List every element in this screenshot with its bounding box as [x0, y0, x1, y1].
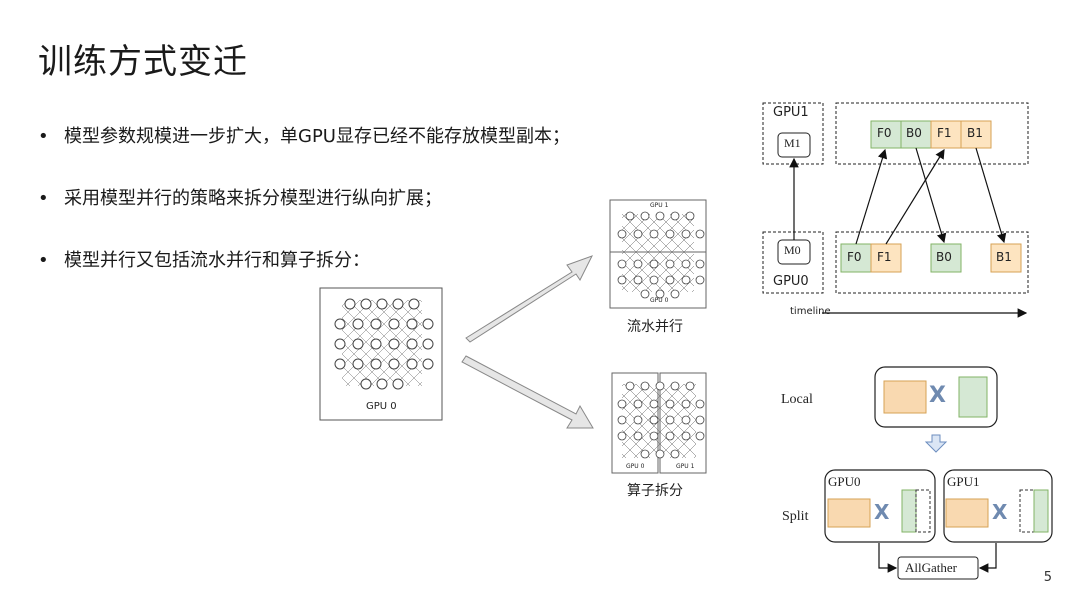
model-m0-label: M0	[784, 243, 801, 257]
arrow-to-op-split	[461, 355, 594, 429]
pipeline-schedule	[762, 102, 1029, 318]
bullet-item: •模型并行又包括流水并行和算子拆分：	[38, 250, 370, 271]
op-split-label: 算子拆分	[627, 483, 683, 499]
top-block-f0: F0	[877, 126, 892, 140]
top-block-b1: B1	[967, 126, 983, 140]
pipeline-network	[609, 199, 707, 309]
pipeline-label: 流水并行	[627, 319, 683, 335]
bullet-item: •采用模型并行的策略来拆分模型进行纵向扩展；	[38, 188, 442, 209]
bottom-block-b1: B1	[996, 250, 1012, 264]
multiply-icon: X	[929, 383, 946, 408]
arrow-to-pipeline	[465, 255, 594, 343]
bullet-text: 采用模型并行的策略来拆分模型进行纵向扩展；	[64, 188, 442, 209]
bottom-block-b0: B0	[936, 250, 952, 264]
bottom-block-f1: F1	[877, 250, 892, 264]
pipeline-bottom-gpu-label: GPU 0	[650, 297, 669, 304]
bullet-text: 模型并行又包括流水并行和算子拆分：	[64, 250, 370, 271]
top-block-f1: F1	[937, 126, 952, 140]
page-number: 5	[1043, 570, 1052, 585]
allgather-label: AllGather	[905, 560, 957, 575]
op-right-gpu-label: GPU 1	[676, 463, 695, 470]
bullet-item: •模型参数规模进一步扩大，单GPU显存已经不能存放模型副本；	[38, 126, 570, 147]
split-gpu1-label: GPU1	[947, 474, 980, 489]
multiply-icon: X	[992, 500, 1008, 524]
split-label: Split	[782, 509, 809, 524]
single-gpu-network	[319, 287, 443, 421]
op-left-gpu-label: GPU 0	[626, 463, 645, 470]
gpu0-label: GPU0	[773, 274, 809, 289]
gpu1-label: GPU1	[773, 105, 809, 120]
top-block-b0: B0	[906, 126, 922, 140]
model-m1-label: M1	[784, 136, 801, 150]
single-gpu-label: GPU 0	[366, 401, 397, 412]
bullet-list: •模型参数规模进一步扩大，单GPU显存已经不能存放模型副本； •采用模型并行的策…	[38, 120, 570, 306]
bottom-block-f0: F0	[847, 250, 862, 264]
local-label: Local	[781, 392, 813, 407]
pipeline-top-gpu-label: GPU 1	[650, 202, 669, 209]
bullet-text: 模型参数规模进一步扩大，单GPU显存已经不能存放模型副本；	[64, 126, 570, 147]
op-split-network	[611, 372, 707, 474]
split-gpu0-label: GPU0	[828, 474, 861, 489]
split-diagram	[824, 366, 1053, 580]
slide-title: 训练方式变迁	[38, 42, 248, 82]
multiply-icon: X	[874, 500, 890, 524]
timeline-label: timeline	[790, 306, 831, 317]
